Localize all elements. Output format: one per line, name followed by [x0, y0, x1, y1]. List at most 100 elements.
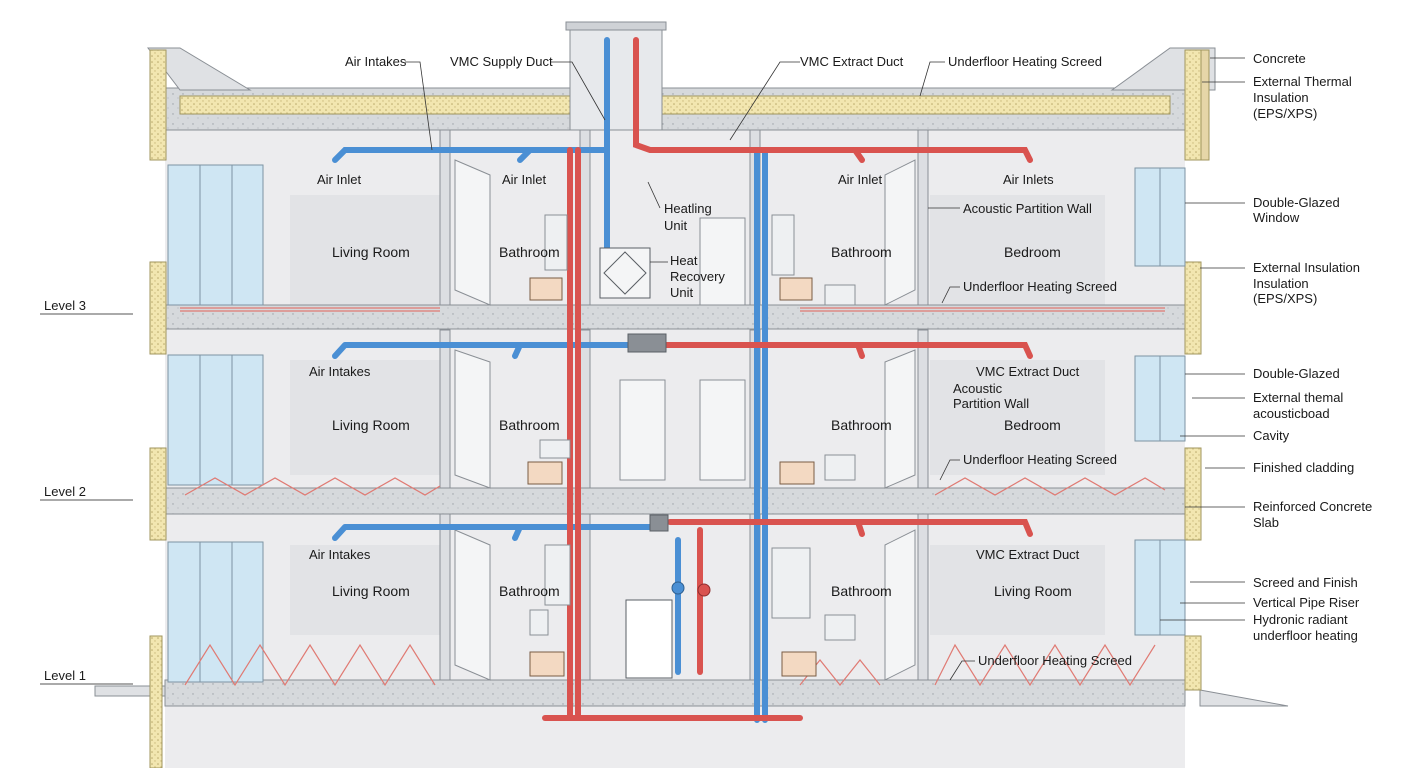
underfloor-heating-coils	[180, 307, 1166, 687]
right-label: External Insulation	[1253, 260, 1360, 275]
right-facade-insulation	[1184, 447, 1202, 541]
room-label: Bathroom	[831, 244, 892, 260]
air-intakes-label: Air Intakes	[309, 547, 371, 562]
right-facade-insulation	[1184, 261, 1202, 355]
room-label: Bathroom	[831, 583, 892, 599]
underfloor-heating-label: Underfloor Heating Screed	[963, 279, 1117, 294]
left-facade-insulation	[149, 635, 163, 768]
left-facade-insulation	[149, 447, 167, 541]
room-label: Bathroom	[499, 244, 560, 260]
air-intakes-label: Air Intakes	[309, 364, 371, 379]
right-label: Vertical Pipe Riser	[1253, 595, 1360, 610]
air-inlet-label: Air Inlet	[317, 172, 361, 187]
right-label: Hydronic radiant	[1253, 612, 1348, 627]
room-label: Living Room	[332, 244, 410, 260]
vmc-extract-duct-label: VMC Extract Duct	[800, 54, 904, 69]
underfloor-heating-label: Underfloor Heating Screed	[978, 653, 1132, 668]
vmc-extract-duct-label: VMC Extract Duct	[976, 364, 1080, 379]
acoustic-partition-wall-label: Acoustic Partition Wall	[963, 201, 1092, 216]
right-label: Reinforced Concrete	[1253, 499, 1372, 514]
right-label: Insulation	[1253, 90, 1309, 105]
right-label: (EPS/XPS)	[1253, 291, 1317, 306]
heating-unit-label-2: Unit	[664, 218, 688, 233]
acoustic-partition-wall-label-2: Partition Wall	[953, 396, 1029, 411]
level-1-label: Level 1	[44, 668, 86, 683]
right-label: Concrete	[1253, 51, 1306, 66]
boiler-unit	[625, 599, 673, 679]
right-label: (EPS/XPS)	[1253, 106, 1317, 121]
back-wall	[930, 545, 1105, 635]
room-label: Living Room	[332, 417, 410, 433]
right-facade-insulation	[1184, 49, 1202, 161]
right-label: External themal	[1253, 390, 1343, 405]
right-label: Cavity	[1253, 428, 1290, 443]
right-cladding	[1200, 49, 1210, 161]
window-left-l1	[167, 541, 264, 683]
window-left-l3	[167, 164, 264, 306]
window-left-l2	[167, 354, 264, 486]
back-wall	[930, 360, 1105, 475]
right-facade-insulation	[1184, 635, 1202, 691]
supply-ducts	[332, 37, 783, 723]
floor-slab-level-1	[164, 679, 1186, 707]
room-label: Bedroom	[1004, 417, 1061, 433]
heat-recovery-unit-label-2: Recovery	[670, 269, 725, 284]
vmc-extract-duct-label: VMC Extract Duct	[976, 547, 1080, 562]
underfloor-heating-top-label: Underfloor Heating Screed	[948, 54, 1102, 69]
pump-icon	[697, 583, 711, 597]
air-inlet-label: Air Inlet	[838, 172, 882, 187]
pump-icon	[671, 581, 685, 595]
right-label: Screed and Finish	[1253, 575, 1358, 590]
left-facade-insulation	[149, 261, 167, 355]
roof-insulation	[179, 95, 571, 115]
room-label: Bathroom	[499, 417, 560, 433]
right-label: Insulation	[1253, 276, 1309, 291]
room-label: Living Room	[332, 583, 410, 599]
balcony-ledge-left	[94, 685, 166, 697]
back-wall	[290, 545, 440, 635]
roof-insulation	[659, 95, 1171, 115]
leader-lines	[405, 57, 1245, 681]
roof-parapet-left	[146, 47, 252, 91]
doors	[454, 159, 916, 681]
vmc-supply-duct-label: VMC Supply Duct	[450, 54, 553, 69]
heat-recovery-core-icon	[603, 251, 647, 295]
heating-unit-label: Heatling	[664, 201, 712, 216]
right-label: Double-Glazed	[1253, 366, 1340, 381]
extract-ducts	[542, 37, 1033, 721]
right-label: Finished cladding	[1253, 460, 1354, 475]
back-wall	[290, 195, 440, 305]
acoustic-partition-wall-label: Acoustic	[953, 381, 1003, 396]
ventilation-unit-box	[627, 333, 667, 353]
right-label: acousticboad	[1253, 406, 1330, 421]
underfloor-heating-label: Underfloor Heating Screed	[963, 452, 1117, 467]
air-inlet-label: Air Inlet	[502, 172, 546, 187]
room-label: Bathroom	[831, 417, 892, 433]
back-wall	[290, 360, 440, 475]
manifolds	[527, 277, 817, 677]
bathroom-fixtures	[529, 214, 856, 641]
shaft-cap	[565, 21, 667, 31]
heat-recovery-unit-label-3: Unit	[670, 285, 694, 300]
right-label: Slab	[1253, 515, 1279, 530]
ledge-right	[1199, 689, 1289, 707]
room-label: Living Room	[994, 583, 1072, 599]
room-label: Bedroom	[1004, 244, 1061, 260]
heat-recovery-unit-label: Heat	[670, 253, 698, 268]
ventilation-unit-box	[649, 514, 669, 532]
air-inlets-label: Air Inlets	[1003, 172, 1054, 187]
floor-slab-level-2	[164, 487, 1186, 515]
level-2-label: Level 2	[44, 484, 86, 499]
air-intakes-label: Air Intakes	[345, 54, 407, 69]
heat-recovery-unit	[599, 247, 651, 299]
right-label-list: Concrete External Thermal Insulation (EP…	[1253, 51, 1372, 643]
right-label: Window	[1253, 210, 1300, 225]
right-label: underfloor heating	[1253, 628, 1358, 643]
room-label: Bathroom	[499, 583, 560, 599]
level-3-label: Level 3	[44, 298, 86, 313]
left-facade-insulation	[149, 49, 167, 161]
right-label: External Thermal	[1253, 74, 1352, 89]
right-label: Double-Glazed	[1253, 195, 1340, 210]
